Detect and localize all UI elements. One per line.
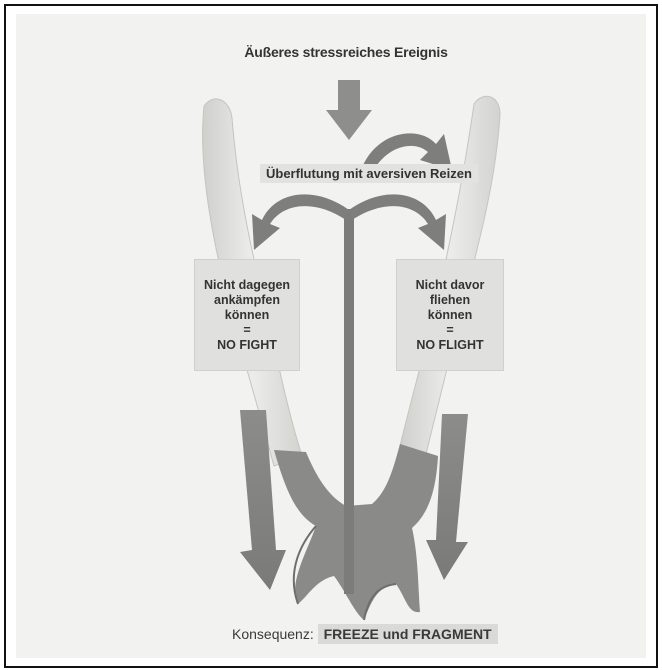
lower-hand-shape: [274, 444, 438, 620]
figure-frame: Äußeres stressreiches Ereignis Überflutu…: [4, 4, 658, 668]
no-flight-line-3: können: [428, 308, 472, 323]
branch-left-arrow: [252, 194, 349, 250]
event-label: Äußeres stressreiches Ereignis: [206, 44, 486, 60]
no-fight-line-1: Nicht dagegen: [204, 278, 290, 293]
branch-right-arrow: [349, 194, 446, 250]
no-fight-line-3: können: [225, 308, 269, 323]
no-flight-box: Nicht davor fliehen können = NO FLIGHT: [396, 259, 504, 371]
right-down-arrow: [426, 414, 468, 580]
no-flight-line-4: =: [446, 323, 453, 338]
consequence-value: FREEZE und FRAGMENT: [318, 624, 498, 644]
scanned-page: Äußeres stressreiches Ereignis Überflutu…: [16, 14, 646, 658]
no-fight-line-4: =: [243, 323, 250, 338]
no-flight-line-1: Nicht davor: [416, 278, 485, 293]
flood-label: Überflutung mit aversiven Reizen: [260, 164, 478, 183]
consequence-prefix: Konsequenz:: [232, 626, 314, 642]
stress-diagram-graphic: [16, 14, 646, 658]
no-fight-line-2: ankämpfen: [214, 293, 280, 308]
event-down-arrow: [326, 80, 372, 140]
no-flight-line-5: NO FLIGHT: [416, 338, 483, 353]
consequence-caption: Konsequenz: FREEZE und FRAGMENT: [232, 626, 532, 642]
no-fight-box: Nicht dagegen ankämpfen können = NO FIGH…: [194, 259, 300, 371]
no-fight-line-5: NO FIGHT: [217, 338, 277, 353]
central-stem: [344, 209, 354, 594]
no-flight-line-2: fliehen: [430, 293, 470, 308]
